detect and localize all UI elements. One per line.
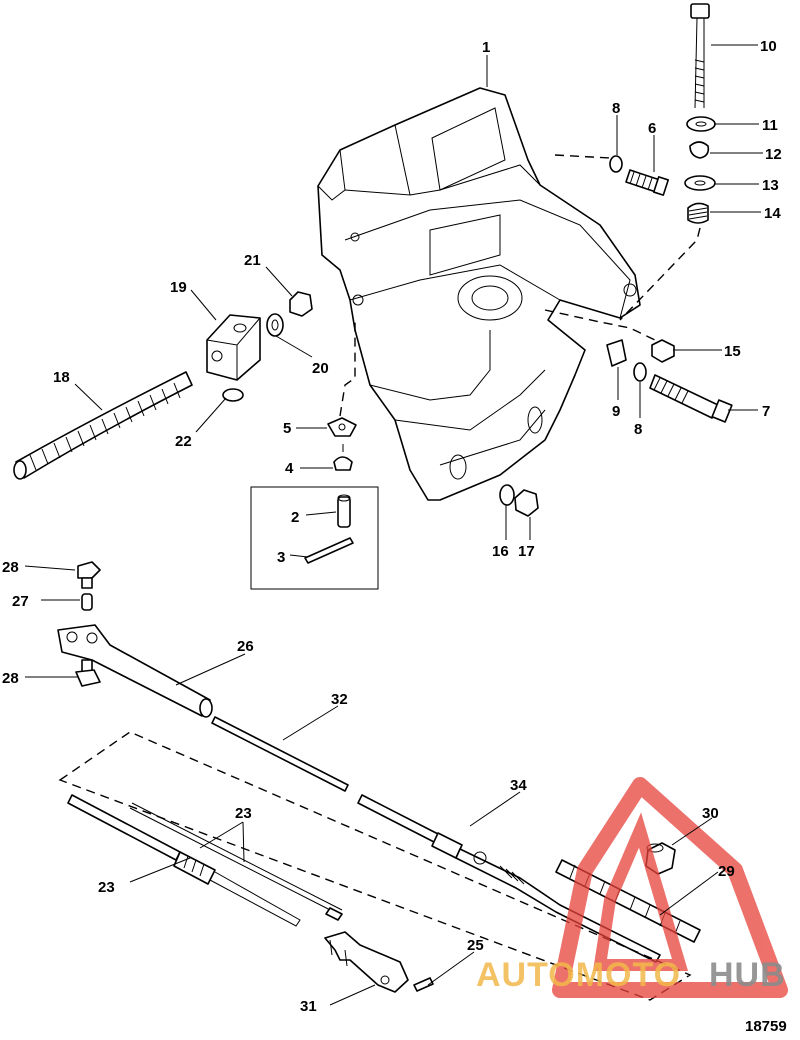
callout-12: 12 [765,146,782,163]
callout-29: 29 [718,863,735,880]
washer-13 [684,175,716,191]
callout-15: 15 [724,343,741,360]
bolt-7 [649,374,733,423]
washer-16 [499,484,515,506]
sleeve-2 [337,494,351,528]
callout-5: 5 [283,420,291,437]
callout-13: 13 [762,177,779,194]
nut-17 [514,489,539,517]
block-19 [206,314,261,381]
assembly-outline [58,731,692,1001]
fitting-4 [333,444,353,471]
washer-20 [266,313,284,337]
watermark-triangle-logo [552,777,788,998]
conduit-18 [13,371,193,480]
callout-2: 2 [291,509,299,526]
bracket-31 [324,931,409,993]
inset-box-2-3 [250,486,379,590]
lock-washer-12 [689,141,710,159]
watermark-text-2: HUB [709,956,786,994]
callout-16: 16 [492,543,509,560]
pin-27 [81,593,93,611]
callout-3: 3 [277,549,285,566]
washer-22 [222,388,244,402]
washer-8-bottom [633,362,647,382]
callout-14: 14 [764,205,781,222]
callout-10: 10 [760,38,777,55]
assembly-line-4-5 [339,320,356,417]
callout-27: 27 [12,593,29,610]
rod-32 [211,716,349,792]
bracket-assembly [317,87,641,501]
callout-31: 31 [300,998,317,1015]
callout-18: 18 [53,369,70,386]
washer-8-top [609,155,623,173]
callout-32: 32 [331,691,348,708]
pin-3 [304,537,354,564]
callout-23-upper: 23 [235,805,252,822]
callout-19: 19 [170,279,187,296]
callout-22: 22 [175,433,192,450]
leader-lines [24,44,763,1006]
callout-34: 34 [510,777,527,794]
figure-number: 18759 [745,1018,787,1035]
callout-11: 11 [762,117,778,134]
callout-28-bottom: 28 [2,670,19,687]
callout-1: 1 [482,39,490,56]
callout-26: 26 [237,638,254,655]
watermark-text-1: AUTOMOTO [476,956,681,994]
link-rod-26 [57,624,213,718]
callout-20: 20 [312,360,329,377]
callout-4: 4 [285,460,294,477]
screw-28-bottom [75,659,101,687]
callout-23-lower: 23 [98,879,115,896]
cable-23-upper [129,802,343,921]
callout-8-bottom: 8 [634,421,642,438]
plate-9 [606,339,627,367]
callout-17: 17 [518,543,535,560]
automotohub-watermark: AUTOMOTO HUB [476,777,788,998]
callout-6: 6 [648,120,656,137]
dash-line-upper-2 [619,227,701,321]
bolt-10 [690,3,710,109]
dash-line-upper-1 [554,154,611,159]
screw-28-top [77,561,101,589]
callout-21: 21 [244,252,261,269]
callout-28-top: 28 [2,559,19,576]
callout-30: 30 [702,805,719,822]
fitting-5 [327,417,357,437]
spring-25 [413,977,434,992]
nut-21 [289,291,313,317]
washer-11 [686,116,716,132]
bolt-6 [625,169,670,196]
nut-15 [651,339,675,363]
callout-labels: 1 2 3 4 5 6 7 8 8 9 10 11 12 13 14 15 16… [2,38,782,1015]
callout-25: 25 [467,937,484,954]
callout-8-top: 8 [612,100,620,117]
callout-7: 7 [762,403,770,420]
callout-9: 9 [612,403,620,420]
